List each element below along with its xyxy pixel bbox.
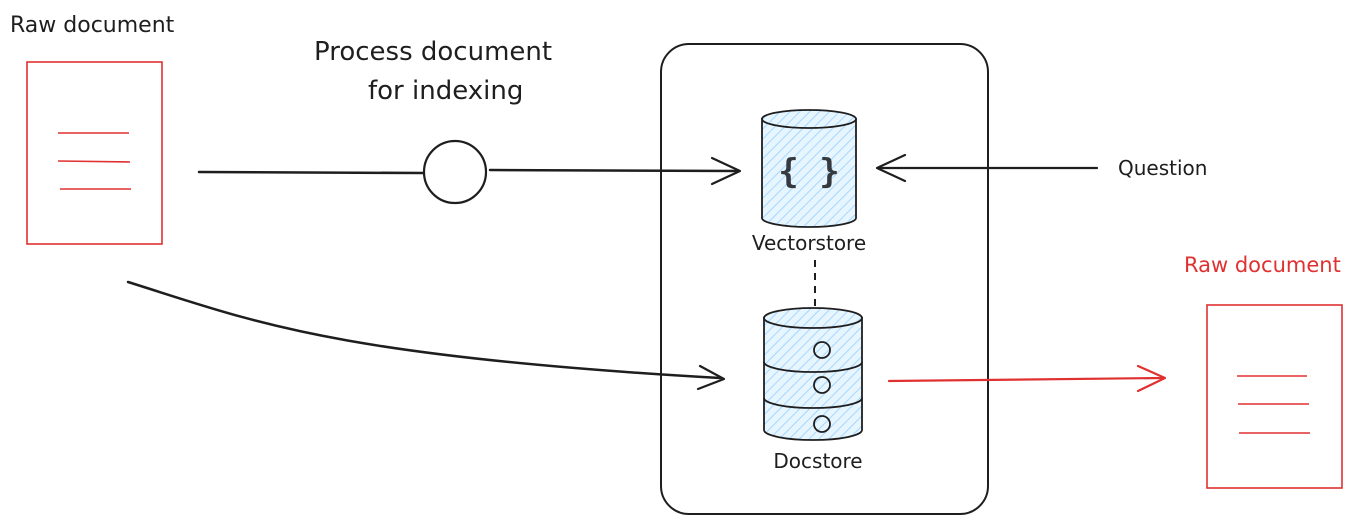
record-dot [813,415,831,433]
store-arrow [126,280,726,391]
cylinder-top [761,109,857,129]
process-label-line1: Process document [314,37,552,67]
arrow-head [1136,364,1167,393]
text-line [57,160,131,163]
arrow-line [126,280,722,380]
process-node [422,139,488,205]
vectorstore-db: { } [761,109,857,228]
raw-document-right-label: Raw document [1184,253,1341,277]
arrow-line [887,376,1165,383]
document-page [26,61,163,245]
braces-icon: { } [778,152,839,192]
output-arrow [887,364,1167,393]
arrow-head [710,156,742,186]
arrow-line [488,168,740,173]
vectorstore-label: Vectorstore [752,231,866,255]
raw-document-right [1206,304,1343,489]
docstore-label: Docstore [773,449,862,473]
cylinder-band [763,361,863,373]
arrow-line [197,170,425,175]
record-dot [813,341,831,359]
index-arrow [197,139,742,205]
cylinder-body [763,317,863,441]
raw-document-left-label: Raw document [10,13,175,38]
raw-document-left [26,61,163,245]
retriever-container [660,43,989,515]
document-page [1206,304,1343,489]
record-dot [813,376,831,394]
arrow-head [875,153,907,183]
question-arrow [875,153,1099,183]
cylinder-top [763,307,863,329]
docstore-db [763,307,863,441]
process-label-line2: for indexing [368,76,523,106]
arrow-head [696,364,726,391]
cylinder-body [761,118,857,228]
question-label: Question [1118,156,1207,180]
cylinder-band [763,397,863,409]
